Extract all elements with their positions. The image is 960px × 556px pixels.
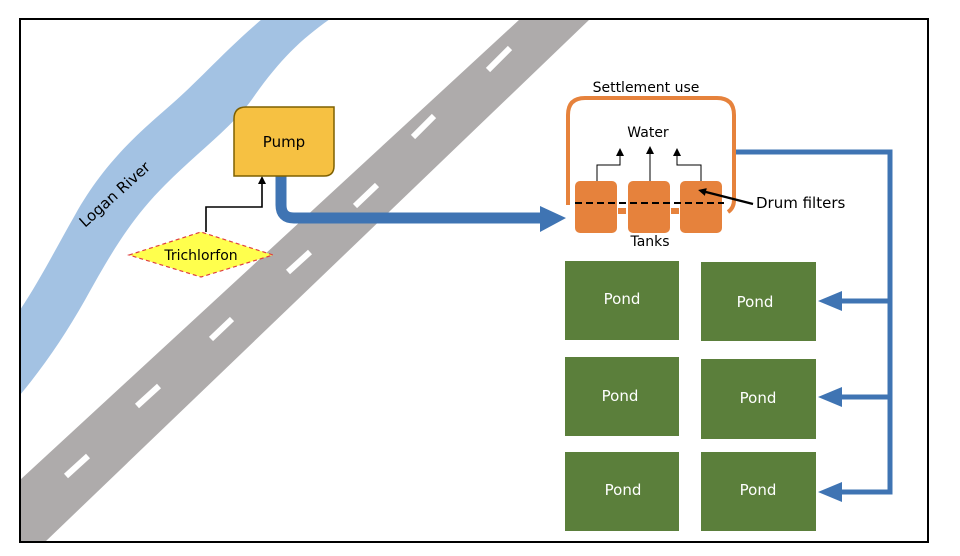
- tank-3-water-arrow: [673, 148, 702, 182]
- road-dash: [485, 45, 513, 73]
- pump-outflow-pipe: [275, 176, 542, 224]
- road-dash: [208, 316, 235, 342]
- road-dash: [410, 113, 437, 140]
- pond: Pond: [701, 359, 816, 439]
- pond: Pond: [701, 262, 816, 341]
- pond: Pond: [701, 452, 816, 531]
- chemical-dosing-line: [205, 176, 266, 232]
- pond-label: Pond: [737, 293, 774, 311]
- road: [20, 19, 590, 542]
- tank-1: [575, 181, 617, 233]
- branch-arrowhead-3: [818, 482, 842, 502]
- settlement-label: Settlement use: [593, 80, 700, 96]
- branch-arrowhead-2: [818, 387, 842, 407]
- road-dash: [352, 182, 380, 209]
- tank-3: [680, 181, 722, 233]
- pond: Pond: [565, 357, 679, 436]
- pond-label: Pond: [740, 389, 777, 407]
- distribution-pipe: [736, 149, 893, 495]
- pond-label: Pond: [604, 290, 641, 308]
- tank-connector: [618, 208, 626, 214]
- settlement-enclosure: [566, 96, 736, 214]
- pond-label: Pond: [605, 481, 642, 499]
- pond-label: Pond: [740, 481, 777, 499]
- pond: Pond: [565, 261, 679, 340]
- trichlorfon-label: Trichlorfon: [163, 248, 237, 264]
- pond-label: Pond: [602, 387, 639, 405]
- pond: Pond: [565, 452, 679, 531]
- road-dash: [134, 383, 162, 409]
- road-center-dashes: [63, 45, 513, 479]
- tank-2: [628, 181, 670, 233]
- diagram-frame: [19, 18, 929, 543]
- pipe-arrowhead: [540, 206, 566, 232]
- drum-filter-pointer: [698, 188, 754, 206]
- tanks-label: Tanks: [629, 234, 669, 250]
- pump-label: Pump: [263, 133, 305, 151]
- water-label: Water: [627, 125, 669, 141]
- road-dash: [285, 249, 313, 275]
- tank-1-water-arrow: [596, 148, 624, 182]
- drum-filters-label: Drum filters: [756, 194, 845, 212]
- road-dash: [63, 453, 91, 479]
- branch-arrowhead-1: [818, 291, 842, 311]
- trichlorfon-diamond: [126, 231, 276, 278]
- tank-connector: [671, 208, 679, 214]
- pump-box: [233, 106, 335, 177]
- logan-river: [20, 19, 330, 395]
